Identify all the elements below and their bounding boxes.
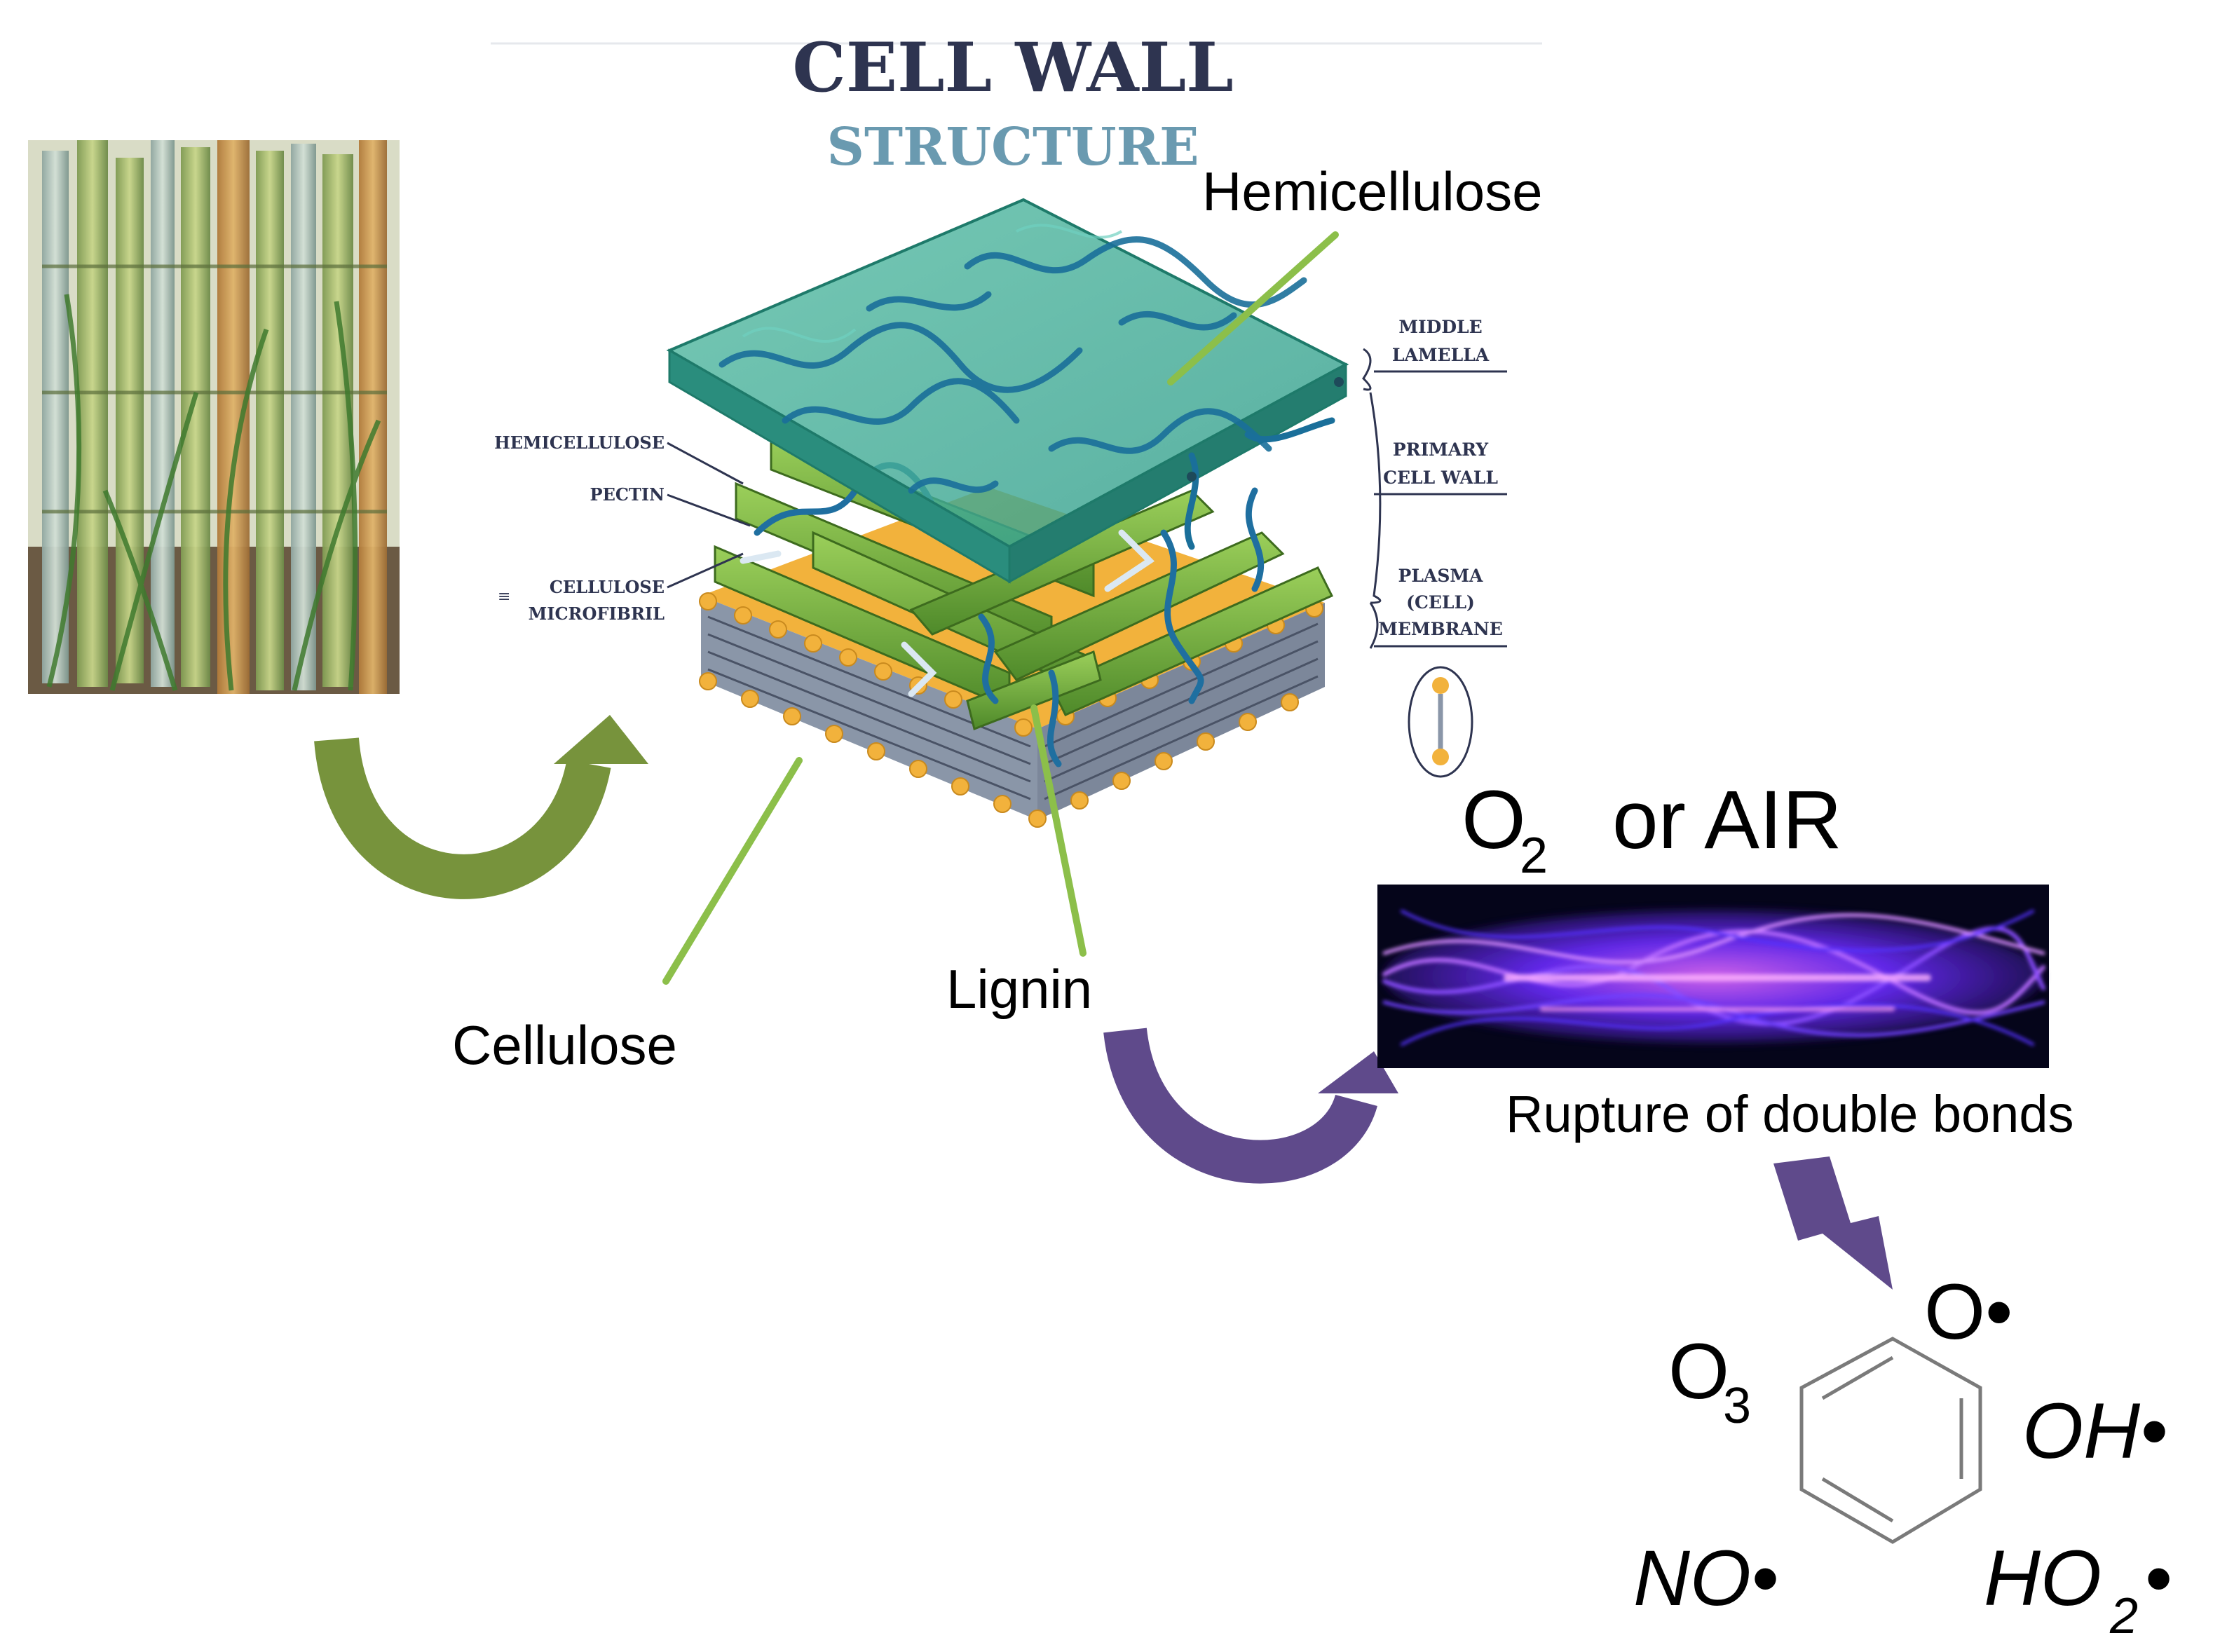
plasma-heading: O 2 or AIR [1462, 774, 1842, 884]
species-nitric-oxide: NO• [1633, 1534, 1778, 1622]
inset-label-hemicellulose: HEMICELLULOSE [494, 432, 665, 453]
plasma-discharge-image [1377, 885, 2049, 1068]
green-curved-arrow [314, 715, 648, 899]
purple-curved-arrow [1103, 1027, 1398, 1184]
sugarcane-photo [28, 140, 400, 694]
inset-labels: HEMICELLULOSE PECTIN CELLULOSE MICROFIBR… [494, 432, 665, 624]
pectin-strands [740, 529, 1155, 697]
diagram-title-line2: STRUCTURE [827, 117, 1199, 177]
layer-label-plasma: PLASMA [1398, 566, 1484, 586]
layer-label-primary: PRIMARY [1393, 439, 1489, 460]
label-lignin: Lignin [946, 958, 1092, 1020]
cell-wall-illustration [666, 198, 1349, 828]
inset-label-pectin: PECTIN [590, 484, 665, 505]
species-oxygen-radical: O• [1924, 1268, 2013, 1356]
reactive-species: O 3 O• OH• NO• HO 2 • [1633, 1268, 2172, 1644]
scale-mark: ≡ [498, 588, 510, 606]
species-ozone: O [1668, 1327, 1729, 1415]
layer-label-membrane: MEMBRANE [1378, 619, 1503, 639]
layer-labels: MIDDLE LAMELLA PRIMARY CELL WALL PLASMA … [1378, 317, 1503, 639]
layer-label-middle: MIDDLE [1398, 317, 1482, 337]
layer-label-cell: (CELL) [1406, 592, 1475, 613]
lightning-bolt-icon [1773, 1156, 1893, 1290]
plasma-gas-or-air: or AIR [1612, 774, 1842, 866]
species-hydroperoxyl-dot: • [2145, 1534, 2172, 1622]
species-hydroxyl-radical: OH• [2022, 1387, 2167, 1475]
plasma-gas-subscript: 2 [1520, 828, 1548, 884]
inset-label-microfibril: MICROFIBRIL [529, 603, 665, 624]
label-hemicellulose: Hemicellulose [1202, 161, 1543, 222]
inset-label-cellulose: CELLULOSE [550, 577, 665, 597]
phospholipid-icon [1408, 666, 1473, 778]
benzene-ring [1799, 1337, 1982, 1544]
species-ozone-subscript: 3 [1723, 1378, 1751, 1434]
species-hydroperoxyl-subscript: 2 [2109, 1588, 2138, 1644]
label-cellulose: Cellulose [452, 1014, 677, 1076]
primary-cell-wall-plate [666, 198, 1349, 584]
layer-brackets [1362, 348, 1507, 649]
label-leaders [662, 231, 1339, 985]
diagram-title-line1: CELL WALL [792, 28, 1233, 107]
plasma-caption: Rupture of double bonds [1506, 1085, 2074, 1143]
species-hydroperoxyl: HO [1984, 1534, 2102, 1622]
layer-label-cell-wall: CELL WALL [1383, 467, 1498, 488]
inset-leader-lines [667, 442, 751, 589]
plasma-gas-o: O [1462, 774, 1526, 866]
layer-label-lamella: LAMELLA [1392, 345, 1490, 365]
